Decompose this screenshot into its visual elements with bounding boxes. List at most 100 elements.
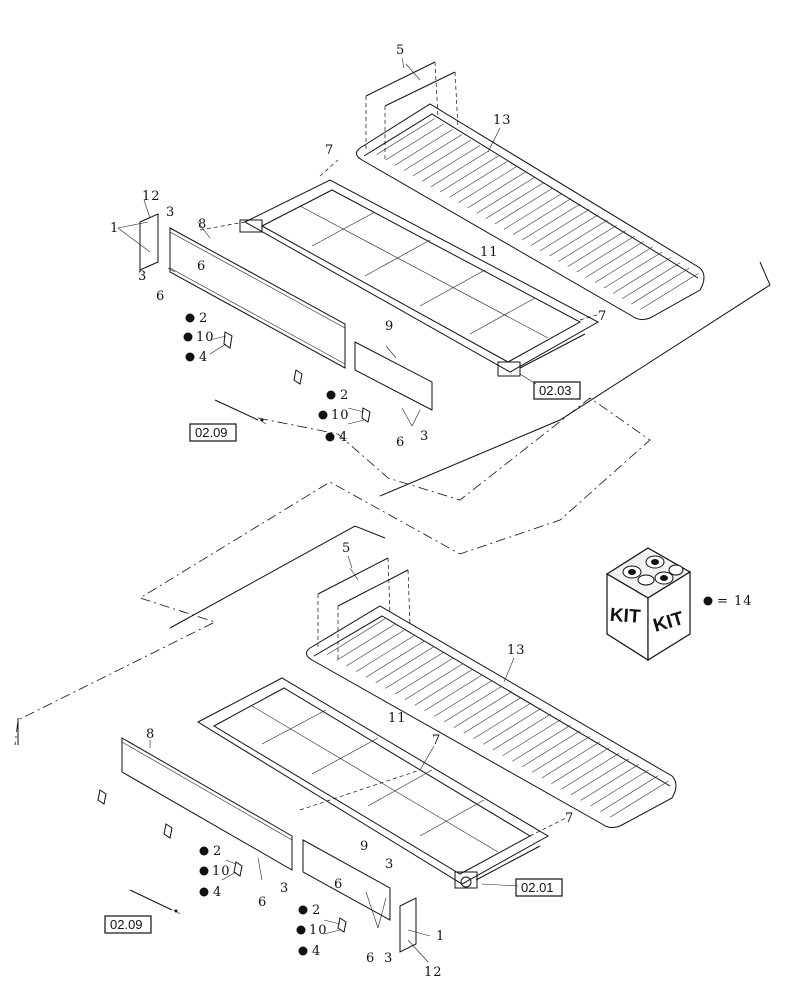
callout-2: 2 (340, 388, 349, 403)
callout-4: 4 (312, 944, 321, 959)
belt-slat (485, 182, 544, 219)
callout-3: 3 (420, 429, 429, 444)
belt-slat (385, 123, 444, 161)
belt-slat (522, 730, 581, 768)
callout-8: 8 (146, 727, 155, 742)
belt-slat (336, 624, 395, 661)
callout-6: 6 (197, 259, 206, 274)
callout-6: 6 (334, 877, 343, 892)
lower-front-panel (302, 839, 391, 921)
belt-slat (421, 145, 481, 182)
belt-slat (473, 702, 532, 740)
callout-4: 4 (339, 430, 348, 445)
belt-slat (376, 118, 435, 155)
belt-slat (395, 657, 454, 695)
callout-10: 10 (309, 923, 328, 938)
belt-slat (494, 187, 554, 225)
ref-box-lower-conveyor[interactable]: 02.01 (515, 878, 563, 897)
callout-9: 9 (385, 319, 394, 334)
belt-slat (434, 680, 493, 717)
ref-box-upper-conveyor[interactable]: 02.03 (533, 381, 581, 400)
belt-slat (412, 139, 472, 177)
callout-7: 7 (432, 733, 441, 748)
callout-6: 6 (258, 895, 267, 910)
upper-belt-bracket (365, 61, 459, 162)
callout-5: 5 (342, 541, 351, 556)
belt-slat (512, 198, 572, 235)
upper-fasteners (167, 267, 421, 427)
belt-slat (503, 193, 563, 230)
belt-slat (570, 758, 630, 796)
belt-slat (603, 251, 663, 289)
belt-slat (424, 674, 483, 712)
lower-conveyor-frame (196, 677, 567, 889)
belt-slat (385, 652, 444, 689)
belt-slat (453, 691, 513, 728)
belt-slat (365, 640, 425, 678)
callout-2: 2 (213, 844, 222, 859)
belt-slat (521, 203, 581, 241)
belt-slat (600, 775, 659, 812)
belt-slat (540, 214, 599, 251)
callout-7: 7 (598, 309, 607, 324)
belt-slat (356, 635, 415, 672)
lower-belt-bracket (317, 557, 411, 662)
callout-10: 10 (331, 408, 350, 423)
belt-slat (590, 769, 649, 807)
callout-13: 13 (493, 113, 512, 128)
upper-conveyor-frame (239, 159, 601, 377)
belt-slat (576, 235, 635, 273)
callout-9: 9 (360, 839, 369, 854)
callout-6: 6 (396, 435, 405, 450)
callout-1: 1 (436, 929, 445, 944)
upper-conveyor-belt (356, 103, 705, 321)
belt-slat (492, 713, 552, 751)
belt-slat (580, 764, 639, 801)
belt-slat (531, 736, 591, 773)
belt-slat (567, 230, 626, 267)
belt-slat (585, 241, 645, 278)
svg-text:02.03: 02.03 (539, 383, 572, 398)
upper-side-panel (169, 221, 346, 369)
upper-hydraulic-line (214, 399, 267, 425)
belt-slat (443, 685, 503, 723)
callout-10: 10 (196, 330, 215, 345)
belt-slat (558, 225, 617, 262)
callout-5: 5 (396, 43, 405, 58)
callout-4: 4 (199, 350, 208, 365)
belt-slat (512, 724, 571, 762)
belt-slat (375, 646, 434, 684)
kit-legend: = 14 (717, 594, 753, 609)
lower-end-plate (399, 897, 431, 963)
callout-10: 10 (212, 864, 231, 879)
belt-slat (594, 246, 654, 283)
kit-box-icon: KIT KIT (605, 547, 692, 662)
belt-slat (476, 177, 535, 214)
callout-3: 3 (166, 205, 175, 220)
ref-box-lower-hydraulic[interactable]: 02.09 (104, 915, 152, 934)
belt-slat (467, 171, 526, 209)
lower-side-panel (121, 737, 293, 871)
lower-hydraulic-line (129, 889, 181, 915)
callout-12: 12 (142, 189, 161, 204)
belt-slat (541, 741, 600, 779)
upper-front-panel (354, 341, 433, 411)
belt-slat (531, 209, 590, 246)
callout-3: 3 (385, 857, 394, 872)
belt-slat (502, 719, 561, 756)
belt-slat (561, 752, 620, 790)
callout-13: 13 (507, 643, 526, 658)
belt-slat (449, 161, 508, 198)
belt-slat (612, 257, 672, 294)
belt-slat (346, 629, 405, 667)
belt-slat (609, 780, 669, 818)
svg-text:02.09: 02.09 (110, 917, 143, 932)
belt-slat (430, 150, 490, 187)
upper-callouts: 5 13 7 12 1 3 8 6 3 6 11 7 9 2 10 4 2 10… (110, 43, 607, 450)
belt-slat (463, 696, 522, 734)
belt-slat (482, 708, 542, 745)
callout-1: 1 (110, 221, 119, 236)
ref-box-upper-hydraulic[interactable]: 02.09 (189, 423, 237, 442)
belt-slat (640, 273, 699, 310)
